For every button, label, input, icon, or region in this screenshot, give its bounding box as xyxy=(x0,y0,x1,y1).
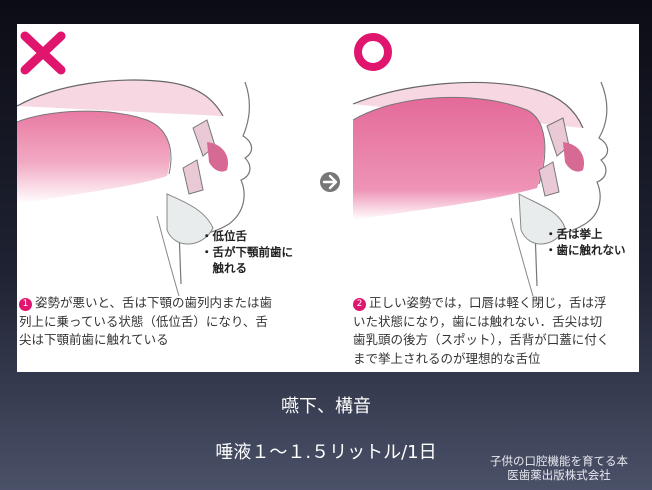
face-profile xyxy=(178,81,253,285)
left-note: ・低位舌 ・舌が下顎前歯に 触れる xyxy=(201,228,293,276)
tongue-posture-figure xyxy=(17,31,609,296)
right-caption-line: いた状態になり，歯には触れない．舌尖は切 xyxy=(353,313,603,329)
caption-number-badge: 1 xyxy=(19,298,32,311)
right-caption-line: 正しい姿勢では，口唇は軽く閉じ，舌は浮 xyxy=(369,295,607,310)
left-illustration xyxy=(17,31,253,296)
palate-outline xyxy=(17,79,224,117)
face-profile xyxy=(534,81,609,287)
left-note-line: 触れる xyxy=(201,261,247,275)
right-note-line: ・歯に触れない xyxy=(545,243,626,257)
left-caption-line: 尖は下顎前歯に触れている xyxy=(19,332,169,347)
left-caption-line: 姿勢が悪いと、舌は下顎の歯列内または歯 xyxy=(35,295,273,310)
right-illustration xyxy=(352,33,609,296)
tongue-low xyxy=(17,111,171,204)
caption-number-badge: 2 xyxy=(353,298,366,311)
circle-arrow-right-icon xyxy=(320,172,340,192)
tongue-high xyxy=(353,97,545,220)
left-note-line: ・低位舌 xyxy=(201,229,247,243)
credit-title: 子供の口腔機能を育てる本 xyxy=(490,454,628,468)
source-credit: 子供の口腔機能を育てる本 医歯薬出版株式会社 xyxy=(484,454,634,482)
credit-publisher: 医歯薬出版株式会社 xyxy=(507,468,611,482)
slide-subheading: 唾液１〜１.５リットル/1日 xyxy=(215,442,437,463)
circle-mark-icon xyxy=(354,33,392,71)
left-caption-line: 列上に乗っている状態（低位舌）になり、舌 xyxy=(19,313,268,329)
right-caption-line: まで挙上されるのが理想的な舌位 xyxy=(353,350,541,366)
cross-mark-icon xyxy=(20,31,66,75)
left-note-line: ・舌が下顎前歯に xyxy=(201,245,293,259)
right-note-line: ・舌は挙上 xyxy=(545,227,603,241)
slide-heading: 嚥下、構音 xyxy=(281,396,371,417)
right-note: ・舌は挙上 ・歯に触れない xyxy=(545,226,626,258)
right-caption-line: 歯乳頭の後方（スポット），舌背が口蓋に付く xyxy=(353,332,610,347)
